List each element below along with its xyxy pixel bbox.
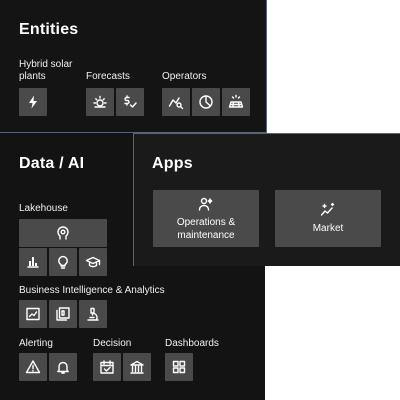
forecasts-label: Forecasts: [86, 71, 130, 82]
bell-icon[interactable]: [49, 353, 77, 381]
bolt-icon[interactable]: [19, 88, 47, 116]
person-gear-icon: [198, 197, 213, 211]
hybrid-solar-plants-label: Hybrid solar plants: [19, 59, 73, 82]
microscope-icon[interactable]: [79, 300, 107, 328]
report-icon[interactable]: [49, 300, 77, 328]
operators-label: Operators: [162, 71, 207, 82]
dashboard-icon[interactable]: [165, 353, 193, 381]
lakehouse-label: Lakehouse: [19, 203, 68, 214]
pie-chart-icon[interactable]: [192, 88, 220, 116]
operations-maintenance-card[interactable]: Operations & maintenance: [153, 190, 259, 247]
dollar-check-icon[interactable]: [116, 88, 144, 116]
bi-analytics-label: Business Intelligence & Analytics: [19, 285, 165, 296]
bar-chart-icon[interactable]: [19, 248, 47, 276]
lightbulb-icon[interactable]: [49, 248, 77, 276]
decision-label: Decision: [93, 338, 132, 349]
market-label: Market: [312, 223, 344, 234]
brain-icon[interactable]: [19, 219, 107, 247]
apps-title: Apps: [152, 155, 193, 172]
bank-icon[interactable]: [123, 353, 151, 381]
entities-panel: Entities Hybrid solar plants Forecasts O…: [0, 0, 267, 133]
entities-title: Entities: [19, 21, 79, 38]
sparkle-trend-icon: [320, 202, 335, 216]
graduation-cap-icon[interactable]: [79, 248, 107, 276]
apps-panel: Apps Operations & maintenance Market: [133, 133, 400, 266]
warning-icon[interactable]: [19, 353, 47, 381]
data-ai-panel: Data / AI Lakehouse Business Intelligenc…: [0, 133, 265, 400]
data-ai-title: Data / AI: [19, 155, 85, 172]
calendar-check-icon[interactable]: [93, 353, 121, 381]
market-card[interactable]: Market: [275, 190, 381, 247]
dashboards-label: Dashboards: [165, 338, 219, 349]
line-chart-icon[interactable]: [19, 300, 47, 328]
operations-maintenance-label: Operations & maintenance: [176, 216, 236, 241]
sun-icon[interactable]: [86, 88, 114, 116]
alerting-label: Alerting: [19, 338, 53, 349]
chart-search-icon[interactable]: [162, 88, 190, 116]
solar-panel-icon[interactable]: [222, 88, 250, 116]
